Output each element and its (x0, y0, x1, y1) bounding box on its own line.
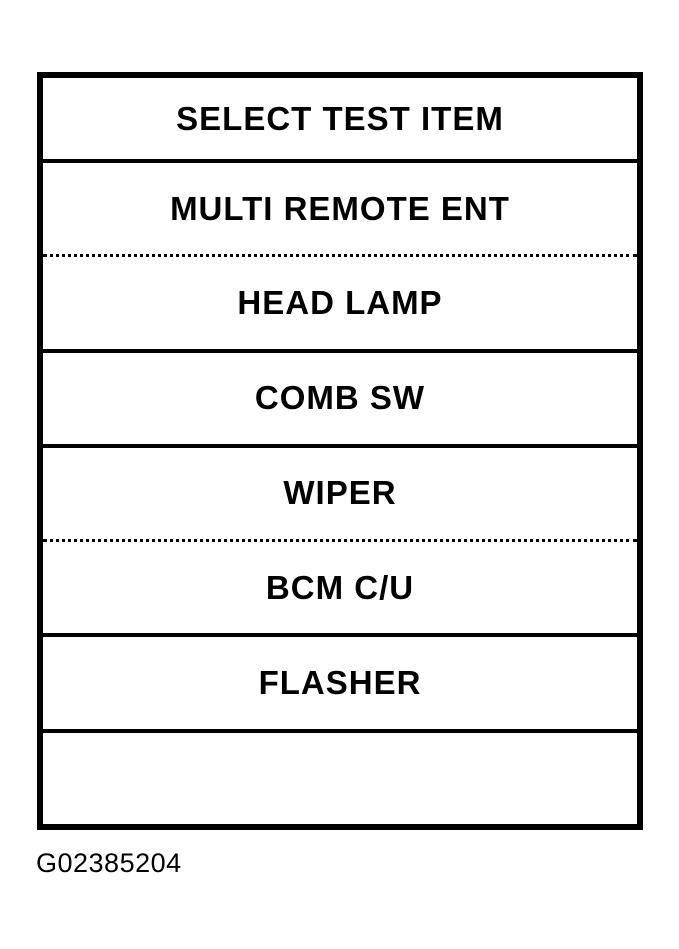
menu-item-label: FLASHER (258, 664, 422, 702)
menu-item-label: COMB SW (254, 379, 426, 417)
menu-item-empty (43, 733, 637, 824)
menu-item-label: HEAD LAMP (237, 283, 443, 321)
figure-id: G02385204 (36, 848, 182, 878)
menu-item-multi-remote-ent[interactable]: MULTI REMOTE ENT (43, 163, 637, 258)
menu-item-head-lamp[interactable]: HEAD LAMP (43, 257, 637, 353)
menu-item-label: BCM C/U (265, 568, 415, 606)
page-title: SELECT TEST ITEM (176, 99, 504, 137)
menu-item-label: WIPER (283, 474, 397, 512)
test-item-menu: SELECT TEST ITEM MULTI REMOTE ENT HEAD L… (37, 72, 643, 830)
menu-header-row: SELECT TEST ITEM (43, 78, 637, 163)
menu-item-comb-sw[interactable]: COMB SW (43, 353, 637, 448)
menu-item-label: MULTI REMOTE ENT (170, 189, 510, 227)
menu-item-bcm-cu[interactable]: BCM C/U (43, 542, 637, 638)
menu-item-flasher[interactable]: FLASHER (43, 637, 637, 733)
menu-item-wiper[interactable]: WIPER (43, 448, 637, 543)
